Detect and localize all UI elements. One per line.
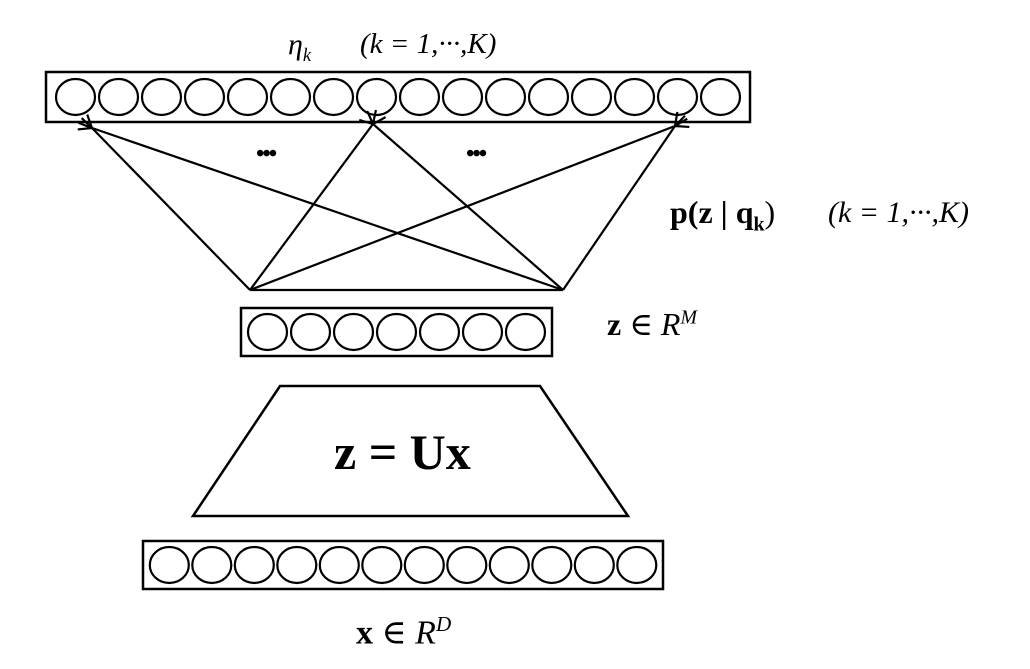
z-unit [332, 312, 375, 352]
z-unit [504, 312, 547, 352]
eta-unit [398, 77, 441, 117]
x-unit [531, 545, 573, 585]
x-dim: D [435, 612, 452, 636]
x-unit [191, 545, 233, 585]
ellipsis-left: ••• [256, 141, 277, 167]
eta-unit [355, 77, 398, 117]
x-unit [318, 545, 360, 585]
arrow-edge [562, 126, 675, 291]
x-unit [446, 545, 488, 585]
projection-trapezoid [190, 384, 631, 518]
x-unit [573, 545, 615, 585]
prob-main: p(z | q [670, 194, 754, 230]
z-dim: M [680, 306, 697, 329]
eta-symbol: η [288, 28, 303, 61]
x-var: x [356, 614, 373, 652]
z-unit [289, 312, 332, 352]
eta-label: ηk [288, 28, 311, 67]
x-unit [233, 545, 275, 585]
z-layer-units [246, 312, 547, 352]
transform-equation: z = Ux [334, 424, 471, 480]
prob-close: ) [764, 194, 776, 230]
x-unit [276, 545, 318, 585]
prob-range-label: (k = 1,···,K) [828, 196, 970, 229]
prob-subscript: k [753, 213, 765, 236]
arrow-edge [92, 128, 564, 292]
top-layer [44, 70, 752, 124]
x-unit [616, 545, 658, 585]
z-var: z [607, 306, 622, 342]
z-member: ∈ R [621, 306, 681, 342]
eta-range-label: (k = 1,···,K) [360, 28, 497, 60]
arrow-edge [373, 124, 564, 291]
x-unit [488, 545, 530, 585]
arrow-edge [249, 124, 373, 291]
eta-subscript: k [302, 45, 312, 66]
eta-unit [183, 77, 226, 117]
x-unit [403, 545, 445, 585]
eta-unit [699, 77, 742, 117]
eta-unit [527, 77, 570, 117]
ellipsis-right: ••• [466, 141, 487, 167]
eta-unit [570, 77, 613, 117]
z-unit [461, 312, 504, 352]
z-unit [418, 312, 461, 352]
x-layer-units [148, 545, 658, 585]
eta-unit [140, 77, 183, 117]
x-unit [361, 545, 403, 585]
eta-unit [484, 77, 527, 117]
connection-arrows [92, 124, 675, 292]
x-space-label: x ∈ RD [356, 612, 451, 652]
eta-unit [226, 77, 269, 117]
x-unit [148, 545, 190, 585]
eta-unit [441, 77, 484, 117]
eta-unit [312, 77, 355, 117]
z-space-label: z ∈ RM [607, 305, 697, 343]
eta-unit [656, 77, 699, 117]
eta-unit [269, 77, 312, 117]
probability-label: p(z | qk) [670, 194, 775, 236]
eta-unit [97, 77, 140, 117]
top-layer-units [54, 77, 742, 117]
z-layer [239, 306, 554, 358]
z-unit [246, 312, 289, 352]
eta-unit [54, 77, 97, 117]
x-member: ∈ R [373, 614, 436, 652]
arrow-edge [249, 126, 675, 292]
eta-unit [613, 77, 656, 117]
arrow-edge [92, 128, 251, 291]
z-unit [375, 312, 418, 352]
x-layer [141, 539, 665, 591]
